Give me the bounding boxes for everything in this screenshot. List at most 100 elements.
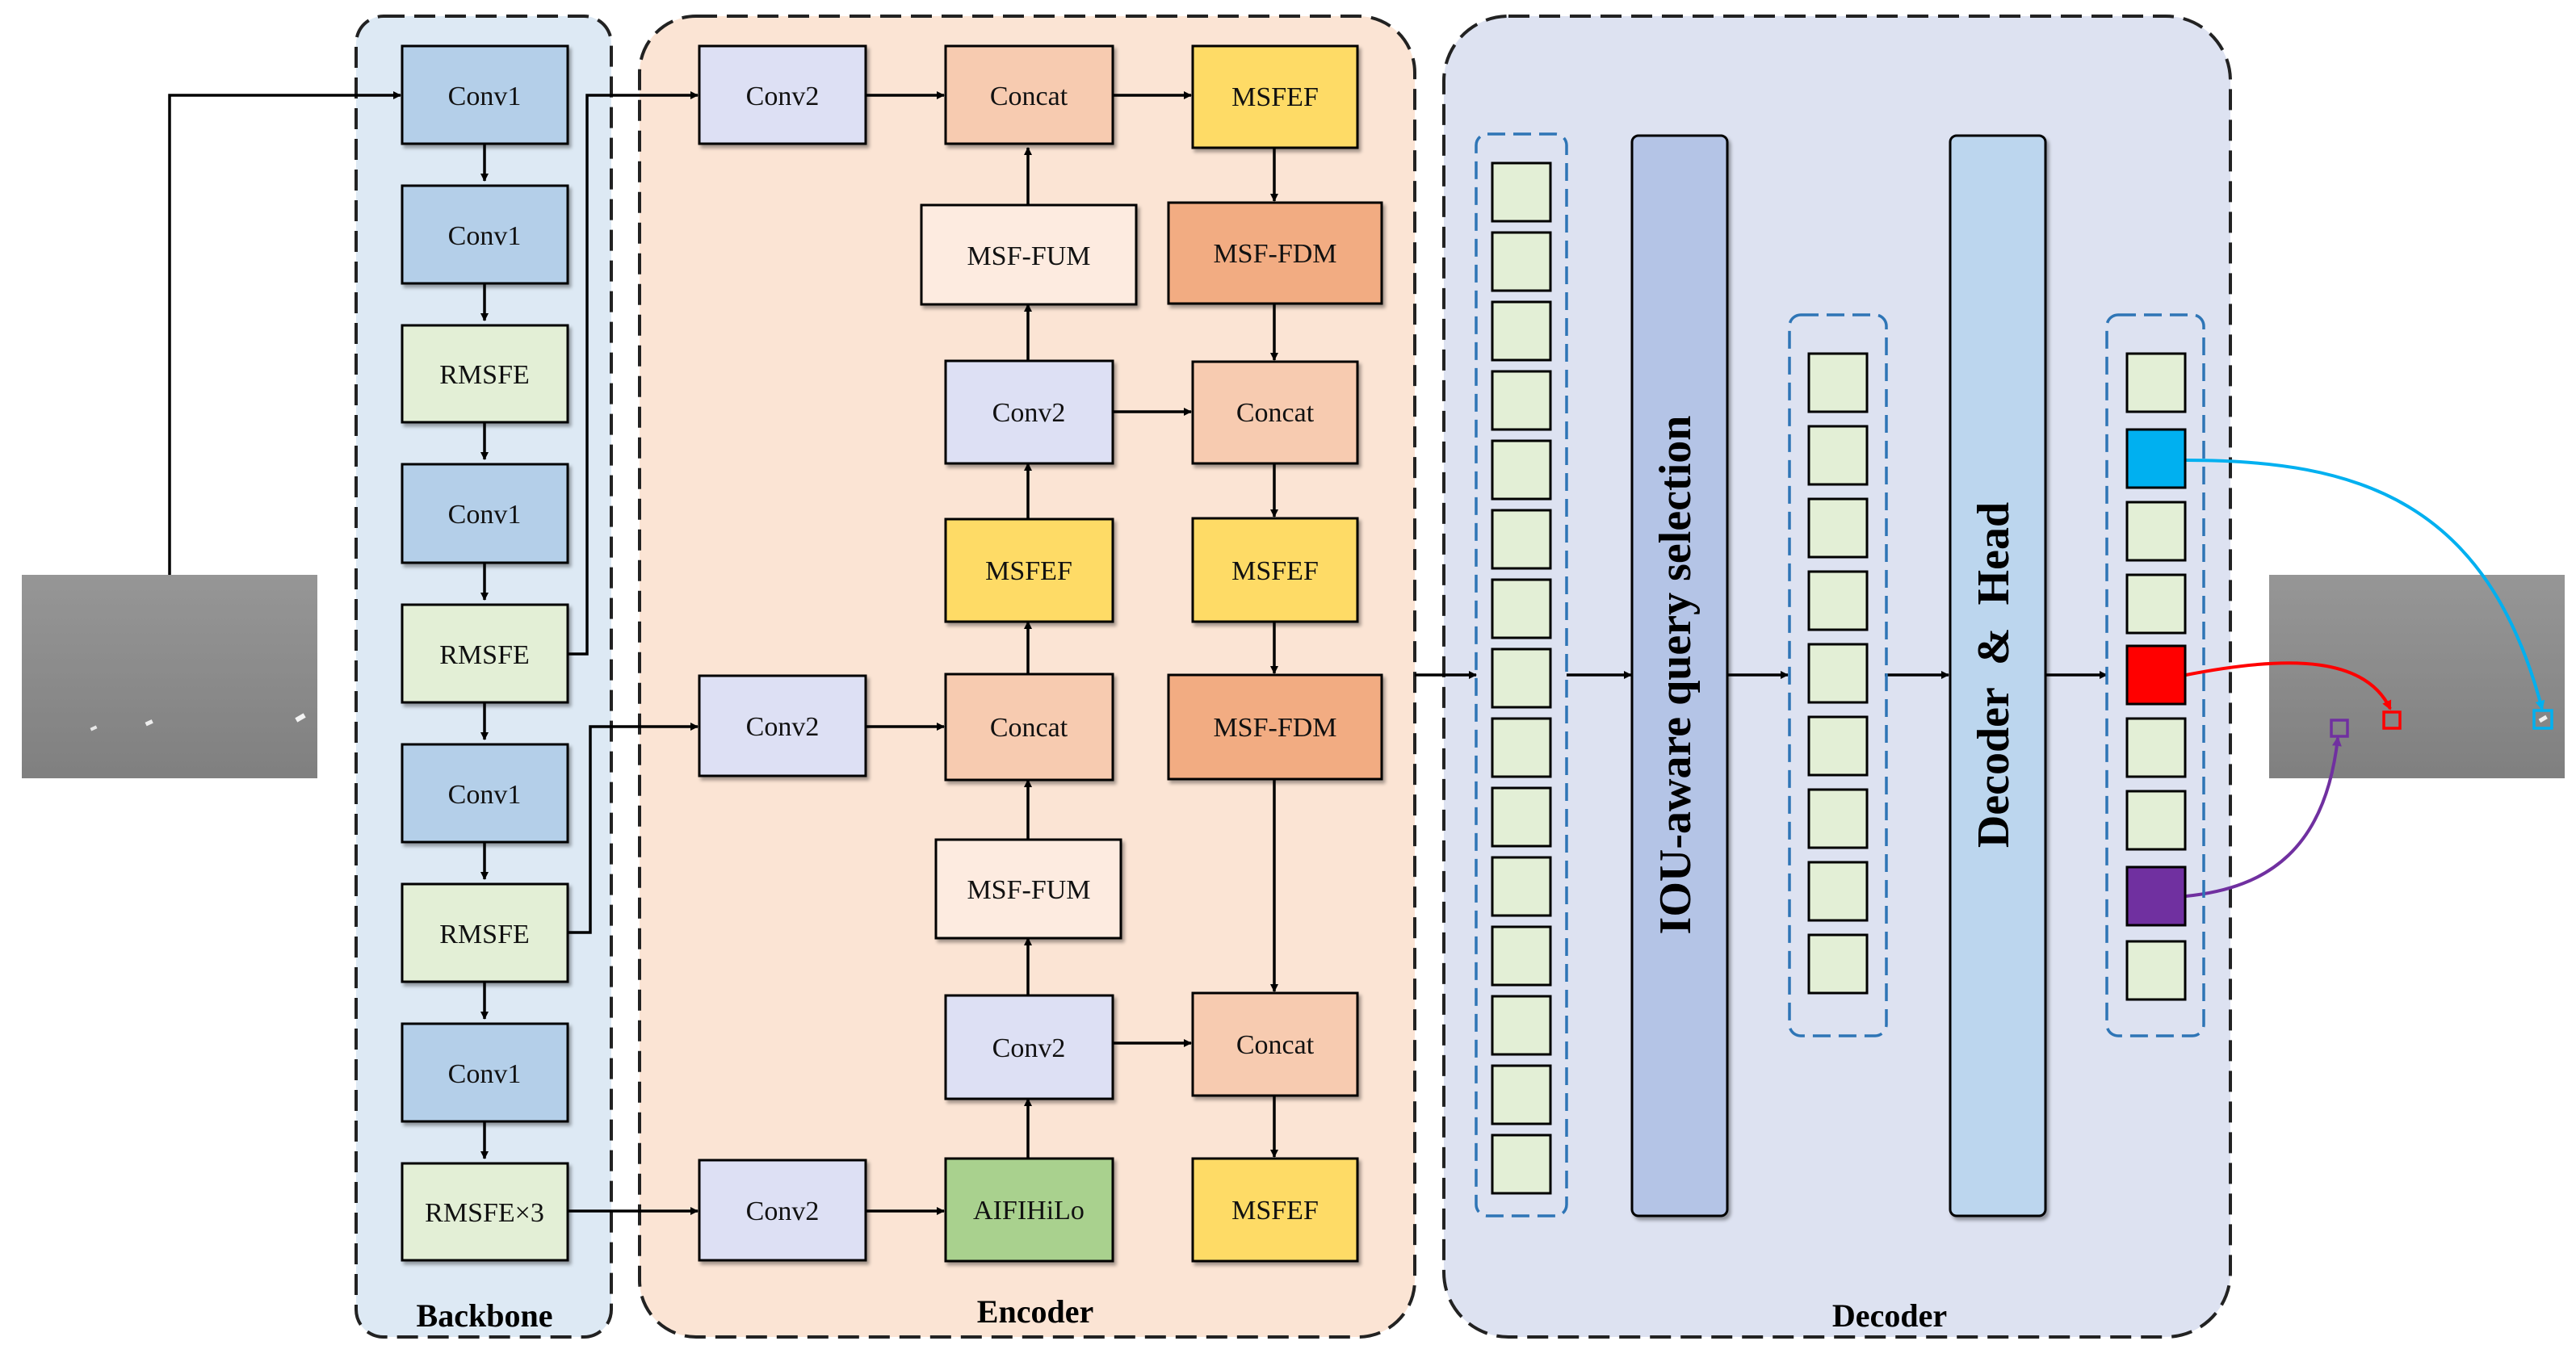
- backbone-rmsfe3-node: RMSFE×3: [401, 1162, 569, 1262]
- encoder-concat-top: Concat: [944, 44, 1114, 145]
- token: [1807, 352, 1869, 413]
- encoder-msf-fum-upper: MSF-FUM: [920, 203, 1138, 306]
- decoder-title: Decoder: [1832, 1297, 1947, 1334]
- node-label: RMSFE×3: [425, 1198, 544, 1228]
- token: [1491, 786, 1552, 848]
- node-label: AIFIHiLo: [973, 1196, 1085, 1226]
- token: [2125, 501, 2187, 562]
- token-group-predictions: [2105, 313, 2205, 1037]
- encoder-conv2-upper-mid: Conv2: [944, 359, 1114, 465]
- edges: [168, 91, 2545, 1215]
- red-link: [2185, 661, 2392, 710]
- encoder-msf-fdm-upper: MSF-FDM: [1167, 201, 1383, 305]
- token: [1491, 439, 1552, 501]
- node-label: RMSFE: [439, 920, 530, 949]
- output-image: [2269, 575, 2565, 778]
- token: [2125, 352, 2187, 413]
- encoder-msfef-left-mid: MSFEF: [944, 518, 1114, 623]
- query-selection-label: IOU-aware query selection: [1651, 416, 1701, 935]
- backbone-conv1-node: Conv1: [401, 463, 569, 564]
- node-label: MSFEF: [1231, 82, 1319, 112]
- token-blue: [2125, 428, 2187, 489]
- encoder-msf-fum-lower: MSF-FUM: [934, 838, 1122, 940]
- node-label: Conv1: [448, 1059, 522, 1089]
- token: [1807, 788, 1869, 849]
- encoder-msf-fdm-lower: MSF-FDM: [1167, 673, 1383, 781]
- detection-box-blue: [2532, 709, 2553, 730]
- token: [2125, 717, 2187, 778]
- token-red: [2125, 644, 2187, 706]
- node-label: RMSFE: [439, 640, 530, 670]
- token: [1491, 856, 1552, 917]
- blue-link: [2185, 459, 2545, 710]
- token: [1491, 578, 1552, 639]
- token: [1807, 715, 1869, 777]
- encoder-conv2-lower-mid: Conv2: [944, 994, 1114, 1100]
- query-selection-block: IOU-aware query selection: [1630, 134, 1729, 1217]
- token: [2125, 790, 2187, 851]
- encoder-concat-mid: Concat: [944, 673, 1114, 782]
- node-label: MSFEF: [1231, 556, 1319, 586]
- encoder-conv2-bottom: Conv2: [698, 1159, 867, 1262]
- token-group-encoder-output: [1475, 132, 1568, 1217]
- node-label: MSFEF: [1231, 1196, 1319, 1226]
- backbone-nodes: Conv1 Conv1 RMSFE Conv1 RMSFE Conv1 RMSF…: [401, 44, 569, 1262]
- node-label: Conv2: [746, 1196, 820, 1226]
- token: [1491, 647, 1552, 709]
- decoder-head-block: Decoder & Head: [1949, 134, 2047, 1217]
- decoder-head-label: Decoder & Head: [1969, 502, 2019, 848]
- encoder-conv2-mid: Conv2: [698, 674, 867, 777]
- backbone-conv1-node: Conv1: [401, 184, 569, 285]
- token-group-selected-queries: [1788, 313, 1888, 1037]
- node-label: Conv1: [448, 780, 522, 810]
- node-label: MSF-FDM: [1213, 713, 1336, 743]
- node-label: Concat: [990, 82, 1068, 111]
- token: [1491, 1134, 1552, 1195]
- token: [1807, 861, 1869, 922]
- backbone-rmsfe-node: RMSFE: [401, 603, 569, 704]
- encoder-nodes: Conv2 Conv2 Conv2 Concat MSF-FUM Conv2 M…: [698, 44, 1383, 1263]
- node-label: MSF-FUM: [967, 875, 1090, 905]
- token: [1807, 425, 1869, 486]
- encoder-conv2-top: Conv2: [698, 44, 867, 145]
- token-purple: [2125, 865, 2187, 927]
- token: [1807, 570, 1869, 631]
- node-label: MSF-FDM: [1213, 239, 1336, 269]
- node-label: Conv2: [992, 398, 1066, 428]
- token-column-1: [1491, 161, 1552, 1195]
- input-image: [22, 575, 317, 778]
- node-label: Conv1: [448, 500, 522, 530]
- token: [2125, 573, 2187, 635]
- purple-link: [2185, 736, 2342, 898]
- detection-box-red: [2382, 710, 2402, 730]
- backbone-conv1-node: Conv1: [401, 1022, 569, 1123]
- backbone-conv1-node: Conv1: [401, 44, 569, 145]
- backbone-rmsfe-node: RMSFE: [401, 324, 569, 424]
- node-label: Concat: [1236, 1030, 1315, 1060]
- token: [1807, 933, 1869, 995]
- node-label: RMSFE: [439, 360, 530, 390]
- node-label: Conv2: [746, 82, 820, 111]
- backbone-rmsfe-node: RMSFE: [401, 882, 569, 983]
- token: [1491, 925, 1552, 987]
- detection-box-purple: [2330, 719, 2349, 738]
- token: [1807, 497, 1869, 559]
- token: [1491, 161, 1552, 223]
- backbone-conv1-node: Conv1: [401, 743, 569, 844]
- token: [1491, 995, 1552, 1056]
- token: [1491, 370, 1552, 431]
- node-label: MSFEF: [985, 556, 1072, 586]
- node-label: Concat: [990, 713, 1068, 743]
- node-label: Conv2: [746, 712, 820, 742]
- encoder-msfef-top: MSFEF: [1191, 44, 1359, 149]
- token: [1491, 509, 1552, 570]
- token: [1807, 643, 1869, 704]
- backbone-title: Backbone: [417, 1297, 553, 1334]
- encoder-aifi-node: AIFIHiLo: [944, 1157, 1114, 1263]
- encoder-msfef-bottom: MSFEF: [1191, 1157, 1359, 1263]
- encoder-msfef-right-mid: MSFEF: [1191, 517, 1359, 623]
- node-label: Conv2: [992, 1033, 1066, 1063]
- encoder-concat-lower: Concat: [1191, 991, 1359, 1097]
- token: [1491, 231, 1552, 292]
